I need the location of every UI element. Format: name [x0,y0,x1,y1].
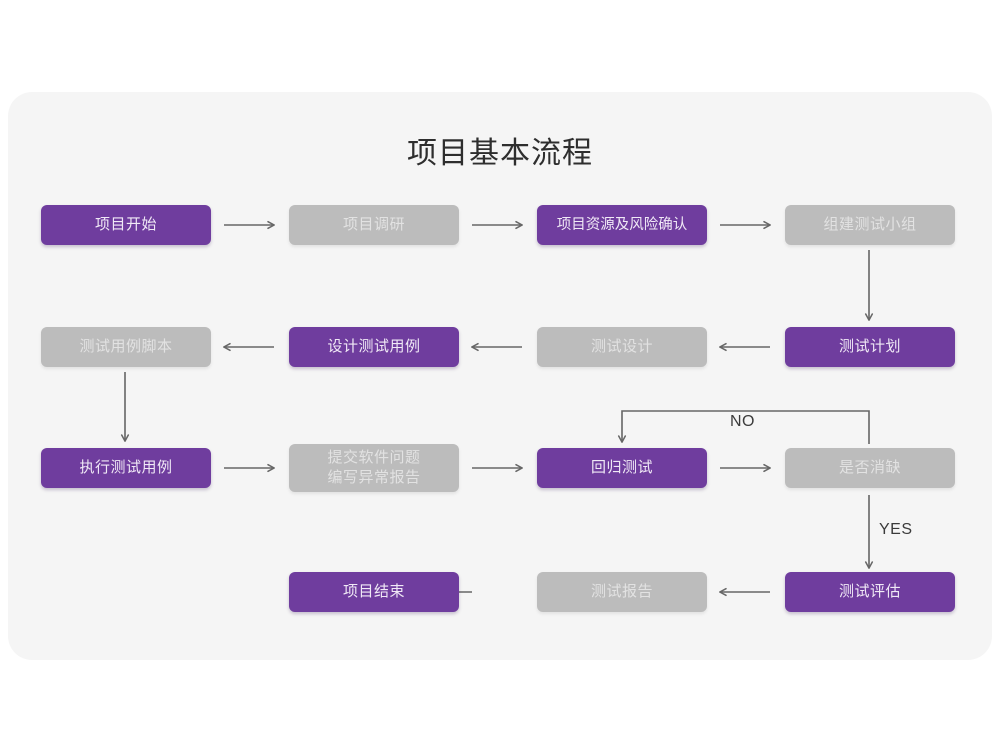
node-test-case-script[interactable]: 测试用例脚本 [41,327,211,367]
flowchart-card [8,92,992,660]
edge-label-yes: YES [879,521,913,538]
node-project-start[interactable]: 项目开始 [41,205,211,245]
node-regression-test[interactable]: 回归测试 [537,448,707,488]
node-test-report[interactable]: 测试报告 [537,572,707,612]
node-design-test-case[interactable]: 设计测试用例 [289,327,459,367]
page-title: 项目基本流程 [407,137,593,170]
node-test-plan[interactable]: 测试计划 [785,327,955,367]
node-execute-test-case[interactable]: 执行测试用例 [41,448,211,488]
edge-label-no: NO [730,413,755,430]
node-project-end[interactable]: 项目结束 [289,572,459,612]
node-test-design[interactable]: 测试设计 [537,327,707,367]
node-resource-risk-confirm[interactable]: 项目资源及风险确认 [537,205,707,245]
node-test-evaluation[interactable]: 测试评估 [785,572,955,612]
node-build-test-team[interactable]: 组建测试小组 [785,205,955,245]
node-submit-defect-report[interactable]: 提交软件问题 编写异常报告 [289,444,459,492]
node-defect-resolved-decision[interactable]: 是否消缺 [785,448,955,488]
node-project-research[interactable]: 项目调研 [289,205,459,245]
